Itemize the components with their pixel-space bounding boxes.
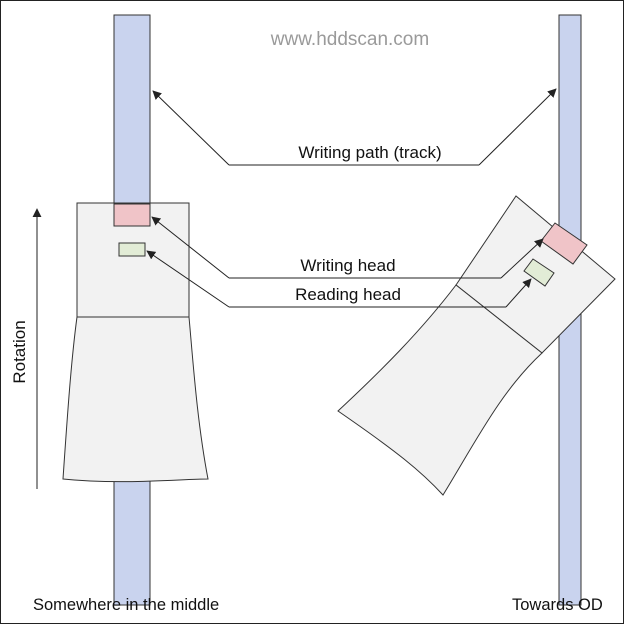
- left-reading-head: [118, 242, 146, 257]
- writing-head-arrow-right: [500, 238, 544, 279]
- watermark-text: www.hddscan.com: [270, 29, 429, 50]
- right-slider-tail: [337, 284, 543, 496]
- writing-head-label: Writing head: [300, 256, 395, 275]
- left-writing-head: [113, 203, 151, 227]
- writing-path-arrow-left: [152, 90, 230, 166]
- right-caption: Towards OD: [512, 596, 603, 614]
- writing-path-arrow-right: [478, 88, 557, 166]
- reading-head-label: Reading head: [295, 285, 401, 304]
- right-reading-head: [523, 258, 555, 287]
- left-slider: [62, 202, 209, 483]
- rotation-label: Rotation: [10, 320, 29, 383]
- reading-head-arrow-left: [146, 250, 230, 308]
- right-writing-head: [540, 222, 588, 265]
- right-slider: [337, 195, 616, 496]
- writing-path-label: Writing path (track): [298, 143, 441, 162]
- left-caption: Somewhere in the middle: [33, 596, 219, 614]
- reading-head-arrow-right: [505, 278, 532, 308]
- writing-head-arrow-left: [151, 216, 230, 279]
- left-slider-tail: [62, 316, 209, 483]
